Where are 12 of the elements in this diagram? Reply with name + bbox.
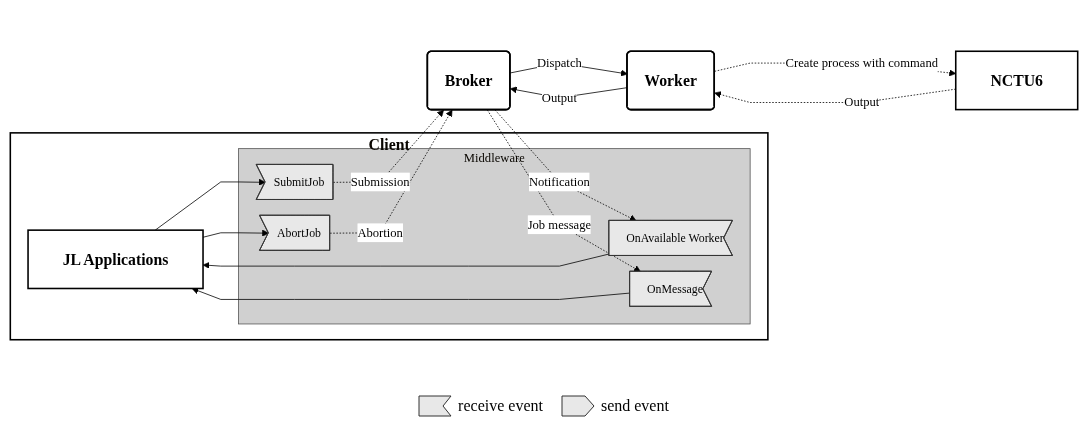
edge-label: Submission [350, 174, 410, 189]
edge-label: Output [843, 95, 879, 109]
edge-label: Output [541, 90, 577, 105]
legend-text: send event [600, 397, 669, 415]
node-box: NCTU6 [954, 50, 1078, 111]
edge-label: Create process with command [785, 56, 938, 70]
legend-text: receive event [458, 397, 543, 415]
edge-label: Job message [527, 217, 591, 232]
node-box: JL Applications [26, 229, 204, 290]
edge-label: Dispatch [536, 56, 582, 70]
edge-label: Abortion [356, 225, 403, 240]
edge-label: Notification [528, 174, 590, 189]
